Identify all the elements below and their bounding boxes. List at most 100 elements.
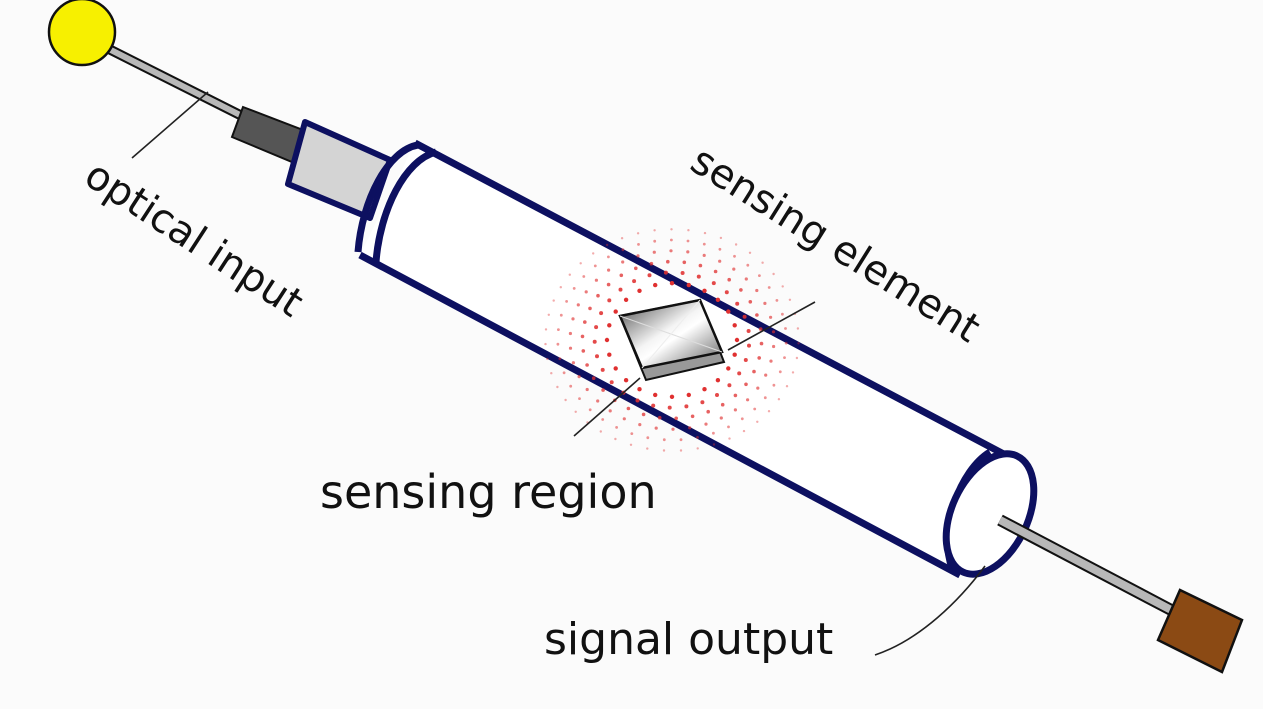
sensing-dot — [557, 328, 560, 331]
sensing-dot — [682, 260, 687, 265]
sensing-dot — [735, 301, 740, 306]
sensing-dot — [674, 416, 678, 421]
sensing-dot — [679, 449, 683, 452]
sensing-dot — [599, 430, 602, 433]
sensing-dot — [620, 237, 624, 240]
sensing-dot — [747, 343, 751, 348]
sensing-dot — [636, 232, 640, 235]
sensing-dot — [742, 429, 746, 433]
sensing-dot — [755, 288, 759, 293]
sensing-dot — [605, 243, 609, 247]
sensing-dot — [583, 320, 587, 324]
sensing-dot — [565, 300, 568, 303]
sensing-dot — [733, 408, 738, 412]
sensing-dot — [544, 342, 547, 346]
sensing-dot — [775, 299, 779, 302]
sensing-dot — [767, 410, 771, 413]
sensing-dot — [621, 260, 625, 264]
sensing-dot — [746, 398, 750, 402]
sensing-dot — [571, 361, 576, 365]
sensing-dot — [733, 254, 736, 258]
sensing-dot — [748, 251, 752, 254]
sensing-dot — [626, 406, 631, 411]
sensing-dot — [686, 282, 691, 288]
sensing-dot — [788, 298, 792, 301]
sensing-dot — [613, 309, 618, 314]
sensing-dot — [772, 272, 775, 276]
sensing-dot — [607, 298, 612, 303]
sensing-dot — [669, 281, 675, 286]
sensing-dot — [662, 438, 666, 442]
sensing-dot — [594, 278, 599, 282]
input-fiber-core — [92, 39, 253, 123]
sensing-dot — [569, 384, 573, 388]
sensing-dot — [719, 416, 723, 420]
sensing-dot — [702, 387, 707, 392]
sensing-dot — [621, 248, 625, 252]
sensing-dot — [680, 271, 685, 275]
sensing-dot — [769, 315, 773, 319]
sensing-dot — [696, 436, 699, 439]
sensing-dot — [686, 239, 690, 243]
sensing-dot — [547, 313, 550, 316]
sensing-dot — [719, 236, 723, 240]
sensing-dot — [577, 375, 581, 379]
sensing-dot — [653, 229, 656, 232]
sensing-dot — [607, 352, 612, 357]
sensing-dot — [623, 378, 629, 383]
sensing-dot — [713, 269, 718, 274]
sensing-dot — [653, 282, 658, 288]
sensing-dot — [670, 228, 673, 231]
sensing-dot — [641, 412, 646, 417]
sensing-dot — [592, 252, 595, 255]
sensing-dot — [646, 436, 650, 440]
sensing-dot — [654, 426, 658, 430]
sensing-dot — [752, 369, 756, 374]
leader-optical-input — [131, 91, 209, 159]
sensing-dot — [653, 392, 658, 398]
sensing-dot — [601, 388, 605, 392]
sensing-dot — [711, 281, 716, 286]
sensing-dot — [763, 301, 767, 305]
sensing-dot — [784, 327, 787, 330]
tube-left-ring-outer — [354, 141, 419, 253]
sensing-dot — [702, 288, 707, 293]
sensing-dot — [726, 309, 731, 314]
leader-sensing-region — [573, 377, 641, 437]
sensing-dot — [772, 383, 776, 387]
sensing-dot — [718, 247, 722, 251]
sensing-dot — [618, 287, 623, 292]
sensing-dot — [690, 414, 695, 419]
sensing-dot — [746, 263, 750, 267]
sensing-dot — [727, 383, 732, 388]
sensing-dot — [746, 329, 751, 333]
sensing-dot — [556, 342, 560, 346]
sensing-dot — [702, 242, 706, 246]
sensing-dot — [562, 371, 566, 375]
sensing-dot — [688, 426, 692, 430]
sensing-dot — [663, 270, 668, 275]
sensing-dot — [744, 382, 748, 387]
sensing-dot — [781, 312, 784, 316]
sensing-dot — [763, 396, 767, 400]
sensing-dot — [700, 400, 705, 405]
sensing-dot — [686, 250, 690, 254]
sensing-region-dots — [544, 228, 800, 452]
sensing-dot — [679, 438, 683, 442]
leader-sensing-element — [727, 301, 816, 351]
sensing-dot — [576, 303, 580, 307]
sensing-dot — [778, 370, 782, 374]
sensing-dot — [594, 325, 599, 330]
sensing-dot — [572, 287, 576, 290]
sensing-dot — [686, 392, 691, 398]
sensing-dot — [634, 266, 638, 271]
sensing-dot — [756, 386, 760, 390]
sensing-dot — [623, 297, 629, 302]
sensing-dot — [544, 328, 548, 331]
sensing-dot — [761, 261, 764, 264]
sensing-dot — [636, 254, 640, 258]
sensing-dot — [669, 394, 675, 399]
sensing-dot — [785, 385, 789, 388]
input-ferrule — [285, 119, 393, 221]
sensing-dot — [759, 341, 764, 346]
